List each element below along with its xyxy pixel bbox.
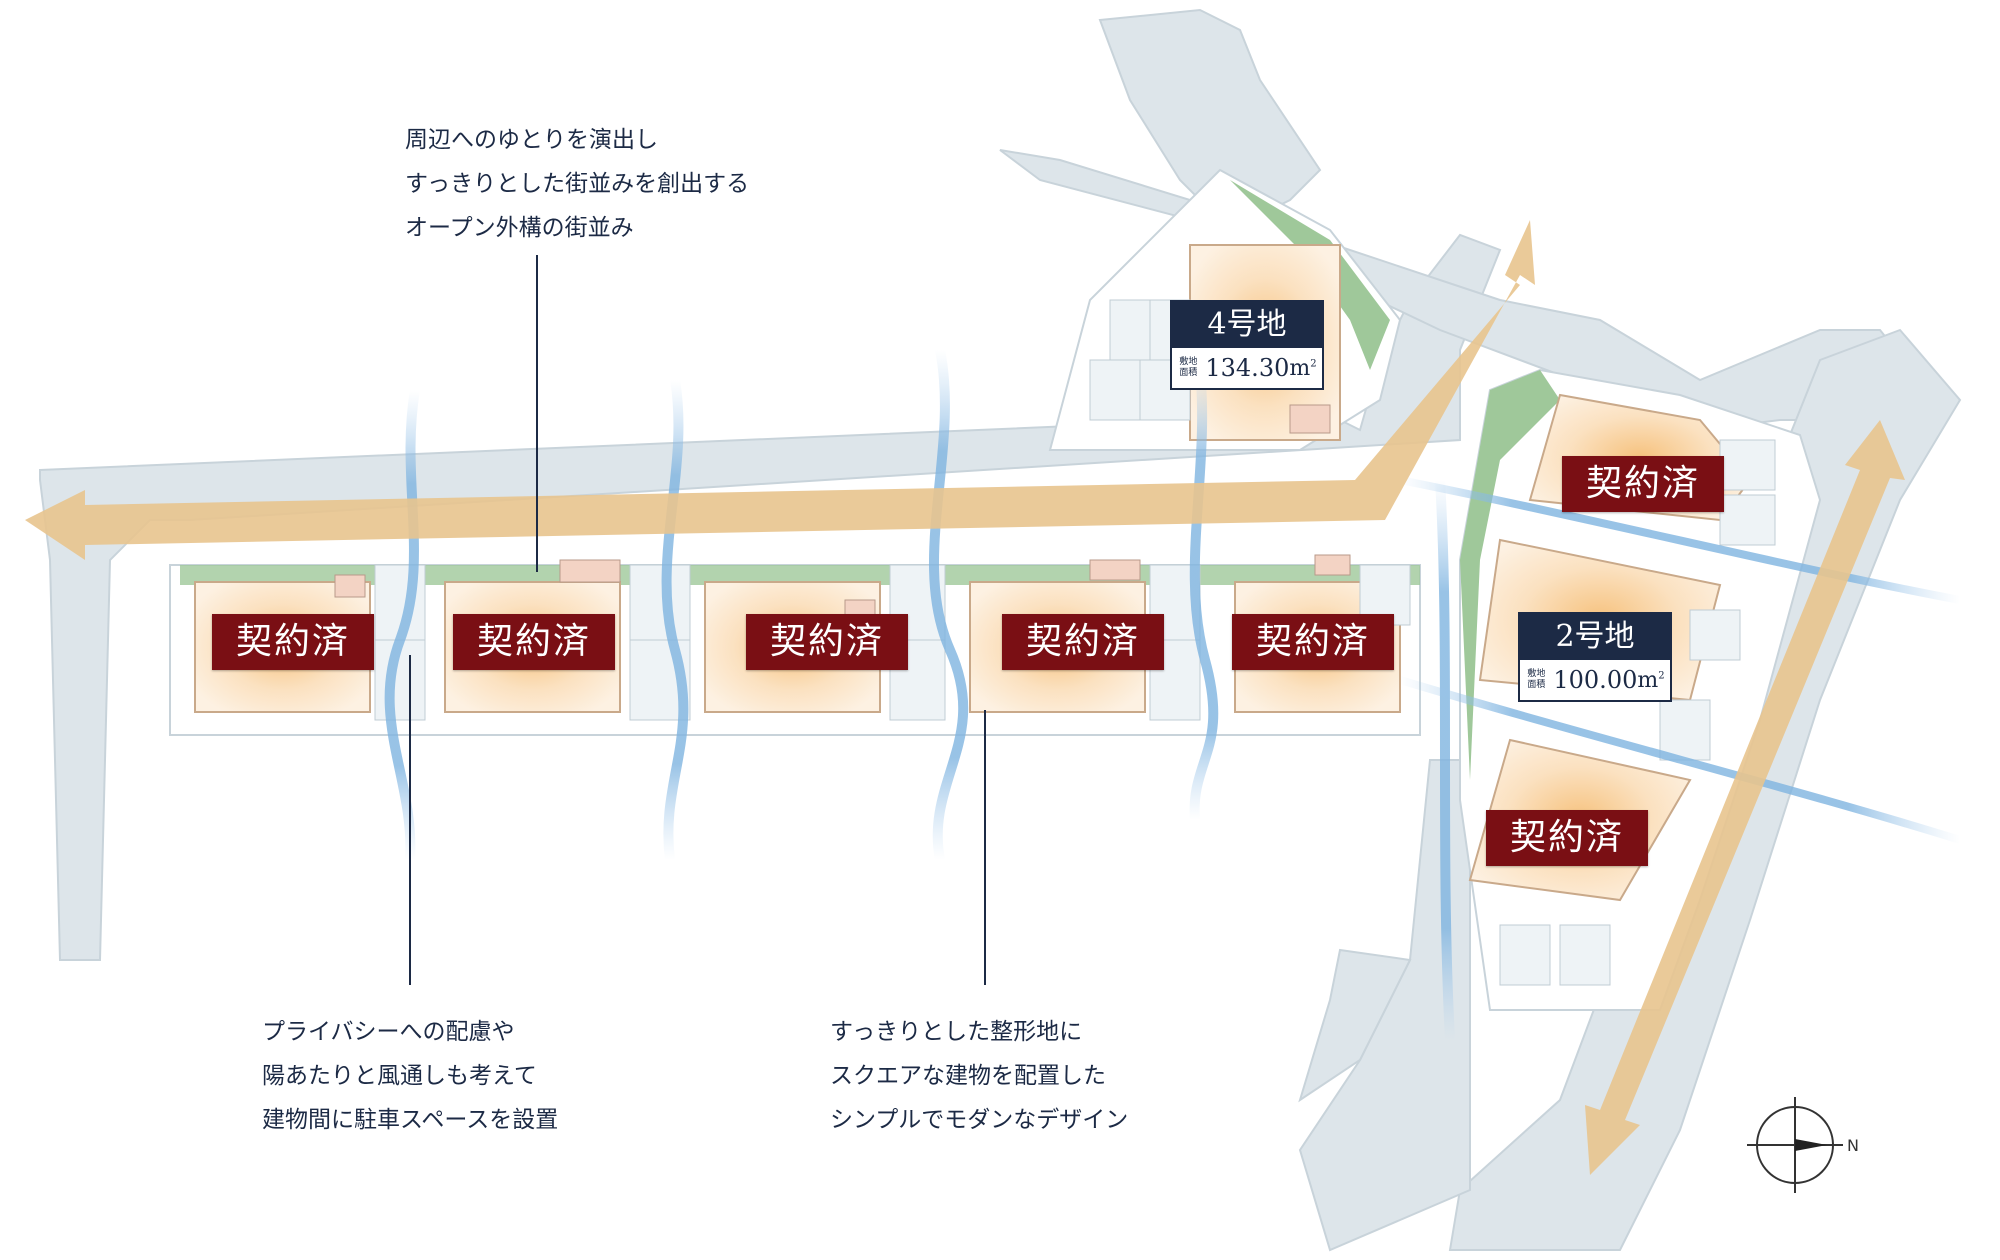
- airflow-lines: [384, 345, 1455, 1045]
- arrow-west-road: [25, 220, 1535, 560]
- lot-tag-2-area-unit: m2: [1637, 667, 1665, 693]
- sold-badge-3: 契約済: [746, 614, 908, 670]
- lot-tag-2[interactable]: 2号地 敷地面積 100.00 m2: [1518, 612, 1672, 702]
- compass-icon: N: [1747, 1097, 1859, 1193]
- lot-tag-2-area-value: 100.00: [1553, 666, 1638, 694]
- sold-badge-1: 契約済: [212, 614, 374, 670]
- lot-tag-4-area-label: 敷地面積: [1179, 357, 1198, 378]
- note-square-design: すっきりとした整形地に スクエアな建物を配置した シンプルでモダンなデザイン: [830, 1019, 1129, 1133]
- sold-badge-7: 契約済: [1486, 810, 1648, 866]
- sold-badge-4: 契約済: [1002, 614, 1164, 670]
- airflow-lines-east: [1396, 476, 1964, 844]
- lot-tag-2-name: 2号地: [1520, 614, 1670, 660]
- lot-tag-4-name: 4号地: [1172, 302, 1322, 348]
- note-open-exterior: 周辺へのゆとりを演出し すっきりとした街並みを創出する オープン外構の街並み: [405, 127, 750, 241]
- lot-tag-2-area: 敷地面積 100.00 m2: [1520, 660, 1670, 700]
- sold-badge-2: 契約済: [453, 614, 615, 670]
- lot-tag-4-area-unit: m2: [1289, 355, 1317, 381]
- lot-tag-4-area: 敷地面積 134.30 m2: [1172, 348, 1322, 388]
- sold-badge-6: 契約済: [1562, 456, 1724, 512]
- sold-badge-5: 契約済: [1232, 614, 1394, 670]
- lot-tag-4-area-value: 134.30: [1205, 354, 1290, 382]
- road-south: [1298, 948, 1412, 1103]
- compass-label: N: [1847, 1136, 1859, 1155]
- lot-tag-2-area-label: 敷地面積: [1527, 669, 1546, 690]
- road-northwest: [1098, 8, 1322, 232]
- arrow-east-road: [1585, 420, 1905, 1175]
- lot-tag-4[interactable]: 4号地 敷地面積 134.30 m2: [1170, 300, 1324, 390]
- leader-lines: [409, 255, 986, 985]
- row-lots: [169, 554, 1421, 736]
- direction-arrows: [25, 220, 1905, 1175]
- note-parking-space: プライバシーへの配慮や 陽あたりと風通しも考えて 建物間に駐車スペースを設置: [262, 1019, 559, 1133]
